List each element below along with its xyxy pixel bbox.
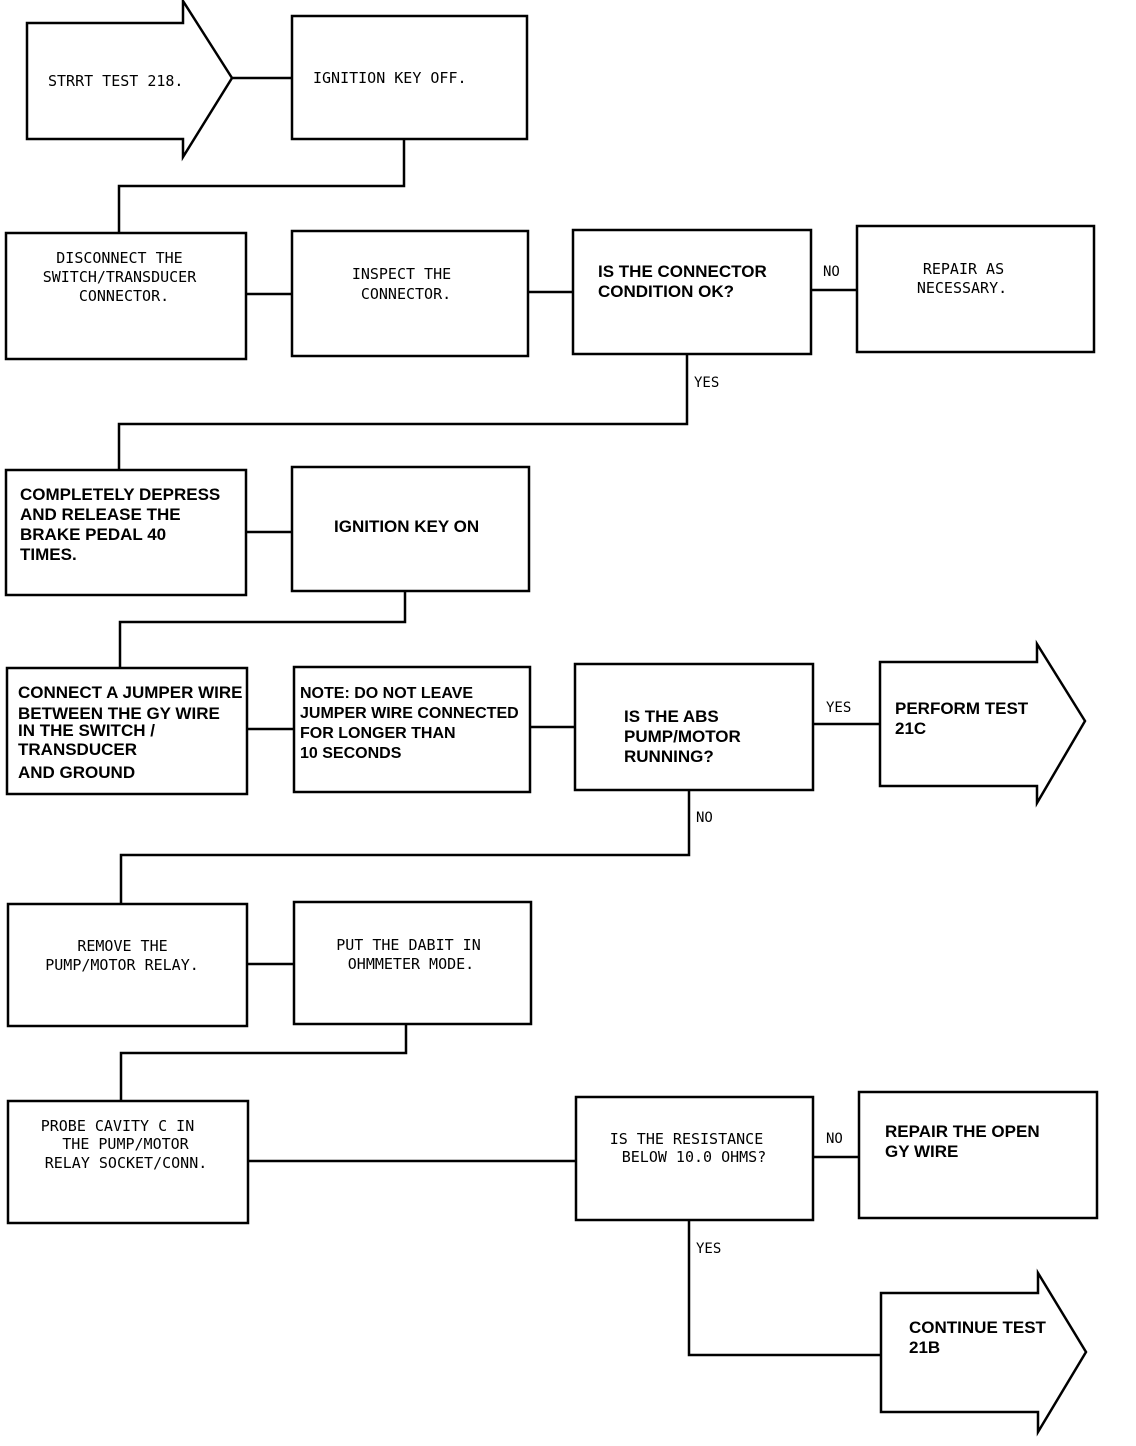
probe-line-1: PROBE CAVITY C IN [41,1117,195,1135]
disconnect-line-1: DISCONNECT THE [56,249,182,267]
label-yes-connector: YES [694,375,719,391]
pump-running-line-1: IS THE ABS [624,707,719,726]
svg-text:CONNECT A JUMPER WIRE BE: CONNECT A JUMPER WIRE BETWEEN THE GY WIR… [18,683,247,782]
svg-text:REPAIR THE OPEN GY WIRE: REPAIR THE OPEN GY WIRE [885,1122,1044,1161]
svg-text:PUT THE DABIT IN OHMMETE: PUT THE DABIT IN OHMMETER MODE. [336,936,490,973]
repair-gy-wire-box: REPAIR THE OPEN GY WIRE [857,1090,1099,1220]
repair-connector-box: REPAIR AS NECESSARY. [855,224,1096,354]
probe-cavity-box: PROBE CAVITY C IN THE PUMP/MOTOR RELAY S… [6,1099,250,1225]
svg-text:PROBE CAVITY C IN THE PU: PROBE CAVITY C IN THE PUMP/MOTOR RELAY S… [41,1117,208,1172]
ignition-key-off-box: IGNITION KEY OFF. [290,14,529,141]
inspect-line-2: CONNECTOR. [361,285,451,303]
depress-line-1: COMPLETELY DEPRESS [20,485,220,504]
probe-line-3: RELAY SOCKET/CONN. [45,1154,208,1172]
remove-relay-line-2: PUMP/MOTOR RELAY. [45,956,199,974]
disconnect-line-3: CONNECTOR. [79,287,169,305]
note-line-4: 10 SECONDS [300,745,402,762]
jumper-note-box: NOTE: DO NOT LEAVE JUMPER WIRE CONNECTED… [292,665,532,794]
pump-running-line-2: PUMP/MOTOR [624,727,741,746]
repair-connector-line-2: NECESSARY. [917,279,1007,297]
ignition-key-on-text: IGNITION KEY ON [334,517,479,536]
dabit-line-2: OHMMETER MODE. [348,955,474,973]
resistance-line-2: BELOW 10.0 OHMS? [622,1148,767,1166]
svg-text:REPAIR AS NECESSARY.: REPAIR AS NECESSARY. [917,260,1013,297]
svg-text:COMPLETELY DEPRESS AND R: COMPLETELY DEPRESS AND RELEASE THE BRAKE… [20,485,225,564]
pump-running-line-3: RUNNING? [624,747,714,766]
remove-relay-line-1: REMOVE THE [77,937,167,955]
remove-relay-box: REMOVE THE PUMP/MOTOR RELAY. [6,902,249,1028]
dabit-ohmmeter-box: PUT THE DABIT IN OHMMETER MODE. [292,900,533,1026]
perform-21c-line-2: 21C [895,719,926,738]
svg-text:DISCONNECT THE SWITCH/TR: DISCONNECT THE SWITCH/TRANSDUCER CONNECT… [43,249,206,305]
svg-text:NOTE: DO NOT LEAVE JUMPE: NOTE: DO NOT LEAVE JUMPER WIRE CONNECTED… [300,685,523,762]
label-yes-pump: YES [826,700,851,716]
continue-test-21b-arrow: CONTINUE TEST 21B [879,1268,1088,1437]
jumper-line-1: CONNECT A JUMPER WIRE [18,683,242,702]
svg-text:REMOVE THE PUMP/MOTOR RE: REMOVE THE PUMP/MOTOR RELAY. [45,937,199,974]
connector-ok-line-1: IS THE CONNECTOR [598,262,767,281]
jumper-line-2: BETWEEN THE GY WIRE [18,704,220,723]
disconnect-line-2: SWITCH/TRANSDUCER [43,268,197,286]
pump-running-decision-box: IS THE ABS PUMP/MOTOR RUNNING? [573,662,815,792]
depress-brake-pedal-box: COMPLETELY DEPRESS AND RELEASE THE BRAKE… [4,468,248,597]
inspect-connector-box: INSPECT THE CONNECTOR. [290,229,530,358]
continue-21b-line-1: CONTINUE TEST [909,1318,1047,1337]
probe-line-2: THE PUMP/MOTOR [62,1135,189,1153]
jumper-line-5: AND GROUND [18,763,135,782]
ignition-key-off-text: IGNITION KEY OFF. [313,69,467,87]
connector-ok-decision-box: IS THE CONNECTOR CONDITION OK? [571,228,813,356]
note-line-3: FOR LONGER THAN [300,725,456,742]
resistance-line-1: IS THE RESISTANCE [610,1130,764,1148]
svg-text:INSPECT THE CONNECTOR.: INSPECT THE CONNECTOR. [352,265,460,303]
label-no-resistance: NO [826,1131,843,1147]
ignition-key-on-box: IGNITION KEY ON [290,465,531,593]
resistance-decision-box: IS THE RESISTANCE BELOW 10.0 OHMS? [574,1095,815,1222]
perform-test-21c-arrow: PERFORM TEST 21C [878,639,1087,808]
jumper-line-3: IN THE SWITCH / [18,721,155,740]
depress-line-4: TIMES. [20,545,77,564]
note-line-1: NOTE: DO NOT LEAVE [300,685,473,702]
note-line-2: JUMPER WIRE CONNECTED [300,705,519,722]
jumper-line-4: TRANSDUCER [18,740,137,759]
repair-gy-line-2: GY WIRE [885,1142,958,1161]
repair-connector-line-1: REPAIR AS [923,260,1004,278]
svg-text:PERFORM TEST 21C: PERFORM TEST 21C [895,699,1033,738]
depress-line-2: AND RELEASE THE [20,505,181,524]
svg-text:IS THE ABS PUMP/MOTOR: IS THE ABS PUMP/MOTOR RUNNING? [624,707,746,766]
svg-text:IS THE CONNECTOR CONDITI: IS THE CONNECTOR CONDITION OK? [598,262,772,301]
label-yes-resistance: YES [696,1241,721,1257]
label-no-connector: NO [823,264,840,280]
perform-21c-line-1: PERFORM TEST [895,699,1029,718]
connector-lines [117,76,881,1357]
svg-text:IS THE RESISTANCE BELOW: IS THE RESISTANCE BELOW 10.0 OHMS? [610,1130,773,1166]
connect-jumper-wire-box: CONNECT A JUMPER WIRE BETWEEN THE GY WIR… [5,666,249,796]
svg-text:CONTINUE TEST 21B: CONTINUE TEST 21B [909,1318,1051,1357]
connector-ok-line-2: CONDITION OK? [598,282,734,301]
continue-21b-line-2: 21B [909,1338,940,1357]
inspect-line-1: INSPECT THE [352,265,451,283]
label-no-pump: NO [696,810,713,826]
depress-line-3: BRAKE PEDAL 40 [20,525,166,544]
disconnect-connector-box: DISCONNECT THE SWITCH/TRANSDUCER CONNECT… [4,231,248,361]
repair-gy-line-1: REPAIR THE OPEN [885,1122,1040,1141]
start-test-text: STRRT TEST 218. [48,72,183,90]
start-test-arrow: STRRT TEST 218. [25,0,234,162]
dabit-line-1: PUT THE DABIT IN [336,936,481,954]
